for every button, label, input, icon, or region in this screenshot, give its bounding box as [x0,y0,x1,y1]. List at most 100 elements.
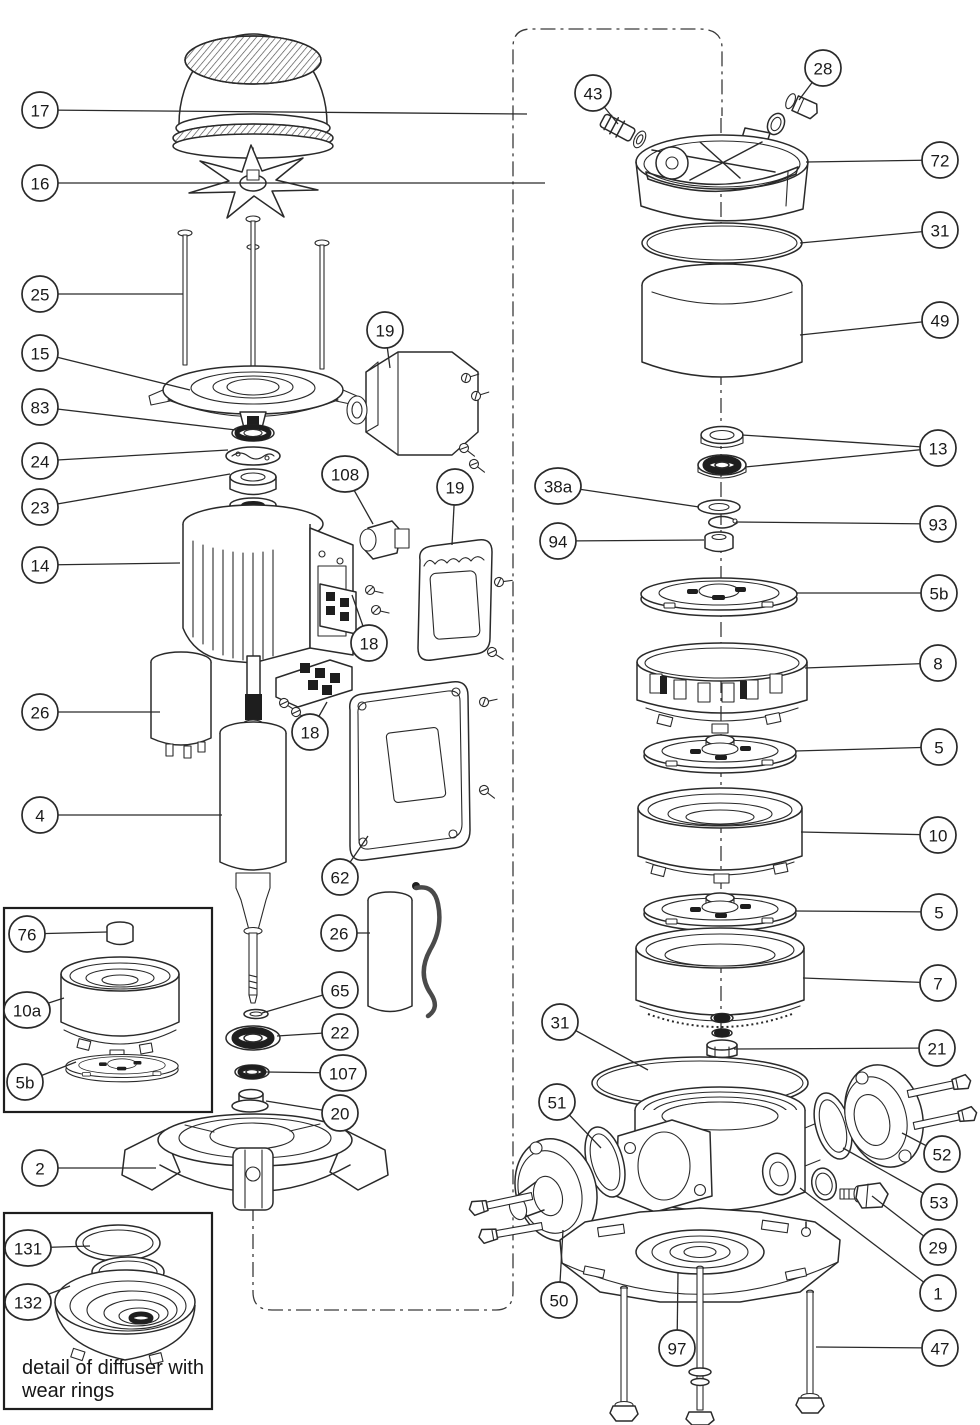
callout-number: 49 [931,312,950,331]
callout-19: 19 [436,468,474,546]
flange-52-part [844,1064,979,1168]
callout-62: 62 [321,835,369,896]
callout-bubble [804,49,842,87]
callout-bubble [919,964,957,1002]
callout-13: 13 [741,429,957,468]
callout-72: 72 [805,141,959,179]
callout-5: 5 [794,893,958,931]
callout-93: 93 [735,505,957,543]
leader-line [805,159,941,163]
callout-number: 15 [31,345,50,364]
impeller-5-part [643,734,797,774]
callout-bubble [436,468,474,506]
callout-29: 29 [871,1195,957,1266]
callout-bubble [21,796,59,834]
impeller-5-part [643,892,797,932]
callout-50: 50 [540,1229,578,1319]
callout-31: 31 [541,1003,649,1071]
callout-bubble [534,467,582,505]
callout-number: 97 [668,1340,687,1359]
diffuser-132-part [54,1269,196,1365]
callout-94: 94 [539,522,705,560]
junction-box-part [346,351,491,475]
pump-body-part [615,1086,825,1213]
callout-20: 20 [265,1094,359,1132]
callout-bubble [320,914,358,952]
drain-plug-part [839,1182,889,1209]
callout-83: 83 [21,388,237,431]
callout-bubble [920,893,958,931]
callout-number: 52 [933,1146,952,1165]
jacket-49-part [641,263,803,378]
callout-number: 38a [544,478,573,497]
callout-bubble [920,728,958,766]
callout-number: 4 [35,807,44,826]
cover-plate-part [349,681,499,861]
callout-number: 76 [18,926,37,945]
callout-number: 21 [928,1040,947,1059]
callout-bubble [923,1135,961,1173]
ring-107-part [234,1064,270,1080]
callout-bubble [21,546,59,584]
callout-bubble [350,624,388,662]
callout-18: 18 [350,594,388,662]
callout-number: 131 [14,1240,42,1259]
callout-number: 18 [301,724,320,743]
callout-number: 5 [934,739,943,758]
callout-number: 50 [550,1292,569,1311]
callout-bubble [321,1094,359,1132]
callout-number: 62 [331,869,350,888]
callout-8: 8 [804,644,957,682]
sleeve-94-part [704,531,734,553]
callout-52: 52 [901,1132,961,1173]
leader-line [39,562,181,566]
callout-bubble [921,1329,959,1367]
callout-76: 76 [8,915,108,953]
callout-number: 10 [929,827,948,846]
callout-16: 16 [21,164,545,202]
callout-bubble [4,1229,52,1267]
callout-bubble [321,1013,359,1051]
callout-107: 107 [265,1054,367,1092]
callout-24: 24 [21,442,229,480]
motor-end-shield-part [148,365,358,429]
callout-bubble [6,1063,44,1101]
base-plate-part [559,1207,841,1303]
callout-number: 17 [31,102,50,121]
callout-number: 23 [31,499,50,518]
callout-18: 18 [291,701,329,751]
callout-number: 8 [933,655,942,674]
callout-bubble [21,1149,59,1187]
callout-bubble [538,1083,576,1121]
callout-number: 26 [330,925,349,944]
callout-bubble [920,1183,958,1221]
callout-10a: 10a [3,991,65,1029]
callout-97: 97 [658,1271,696,1367]
callout-number: 19 [446,479,465,498]
callout-49: 49 [799,301,959,339]
callout-number: 24 [31,453,50,472]
callout-number: 51 [548,1094,567,1113]
callout-bubble [291,713,329,751]
small-washers-nut-part [706,1012,738,1059]
callout-17: 17 [21,91,528,129]
leader-line [799,229,941,244]
callout-bubble [321,455,369,493]
callout-bubble [321,858,359,896]
callout-38a: 38a [534,467,700,508]
callout-number: 28 [814,60,833,79]
callout-number: 29 [929,1239,948,1258]
callout-number: 25 [31,286,50,305]
impeller-5b-inset-part [65,1053,179,1083]
terminal-block-part [319,583,390,635]
callout-number: 94 [549,533,568,552]
leader-line [39,406,237,431]
callout-26: 26 [320,914,370,952]
impeller-5b-part [640,577,798,617]
gasket-53-part [813,1092,853,1160]
callout-14: 14 [21,546,181,584]
rotor-shaft-part [219,655,287,1004]
callout-bubble [658,1329,696,1367]
callout-10: 10 [800,816,957,854]
